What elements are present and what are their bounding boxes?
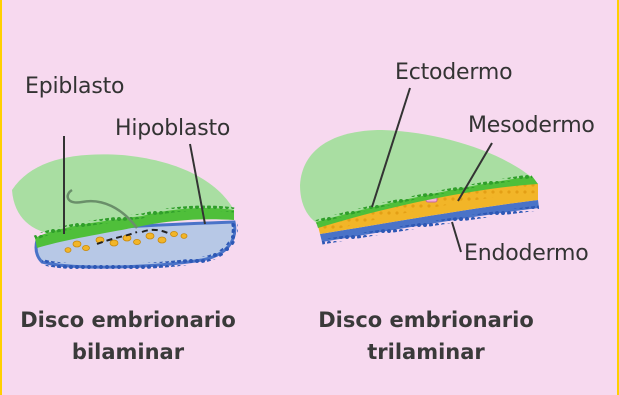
caption-bilaminar: Disco embrionario bilaminar (8, 304, 248, 368)
caption-trilaminar-line1: Disco embrionario (306, 304, 546, 336)
bilaminar-disc (12, 154, 235, 267)
caption-trilaminar: Disco embrionario trilaminar (306, 304, 546, 368)
label-epiblasto: Epiblasto (25, 74, 124, 99)
label-ectodermo: Ectodermo (395, 60, 512, 85)
caption-trilaminar-line2: trilaminar (306, 336, 546, 368)
trilaminar-disc (300, 130, 539, 242)
label-endodermo: Endodermo (464, 241, 589, 266)
caption-bilaminar-line1: Disco embrionario (8, 304, 248, 336)
caption-bilaminar-line2: bilaminar (8, 336, 248, 368)
label-hipoblasto: Hipoblasto (115, 116, 230, 141)
label-mesodermo: Mesodermo (468, 113, 595, 138)
